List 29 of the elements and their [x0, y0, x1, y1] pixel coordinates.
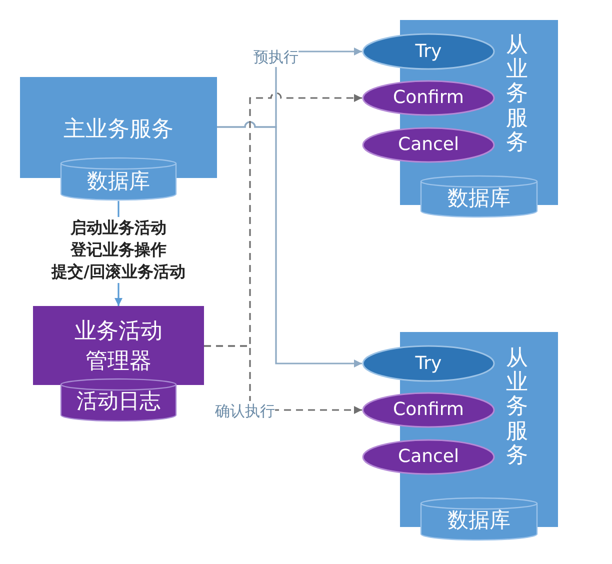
log-cylinder	[60, 378, 177, 422]
edge-label: 确认执行	[215, 401, 275, 421]
node-label: Try	[415, 40, 442, 64]
database-cylinder	[420, 497, 538, 541]
node-label: Try	[415, 352, 442, 376]
operation-ellipse	[362, 80, 495, 116]
database-cylinder	[60, 157, 177, 201]
operation-ellipse	[362, 127, 495, 163]
edge-label: 预执行	[254, 47, 298, 67]
node-label: Confirm	[393, 86, 464, 110]
node-label: 主业务服务	[64, 116, 174, 144]
node-label: 活动日志	[76, 388, 160, 415]
node-label: Cancel	[398, 445, 459, 469]
node-label: 业务活动管理器	[74, 318, 164, 376]
arrow	[217, 121, 362, 368]
node-label: 从业务服务	[506, 347, 528, 468]
node-label: Cancel	[398, 133, 459, 157]
operation-ellipse	[362, 439, 495, 475]
node-label: Confirm	[393, 398, 464, 422]
dashed-arrow	[204, 345, 362, 414]
node-label: 数据库	[448, 185, 510, 212]
operation-ellipse	[362, 33, 495, 70]
node-label: 从业务服务	[506, 34, 528, 155]
operation-ellipse	[362, 392, 495, 428]
node-label: 数据库	[87, 168, 150, 195]
database-cylinder	[420, 175, 538, 218]
node-label: 数据库	[448, 507, 510, 534]
edge-label: 启动业务活动登记业务操作提交/回滚业务活动	[52, 217, 186, 283]
operation-ellipse	[362, 345, 495, 382]
